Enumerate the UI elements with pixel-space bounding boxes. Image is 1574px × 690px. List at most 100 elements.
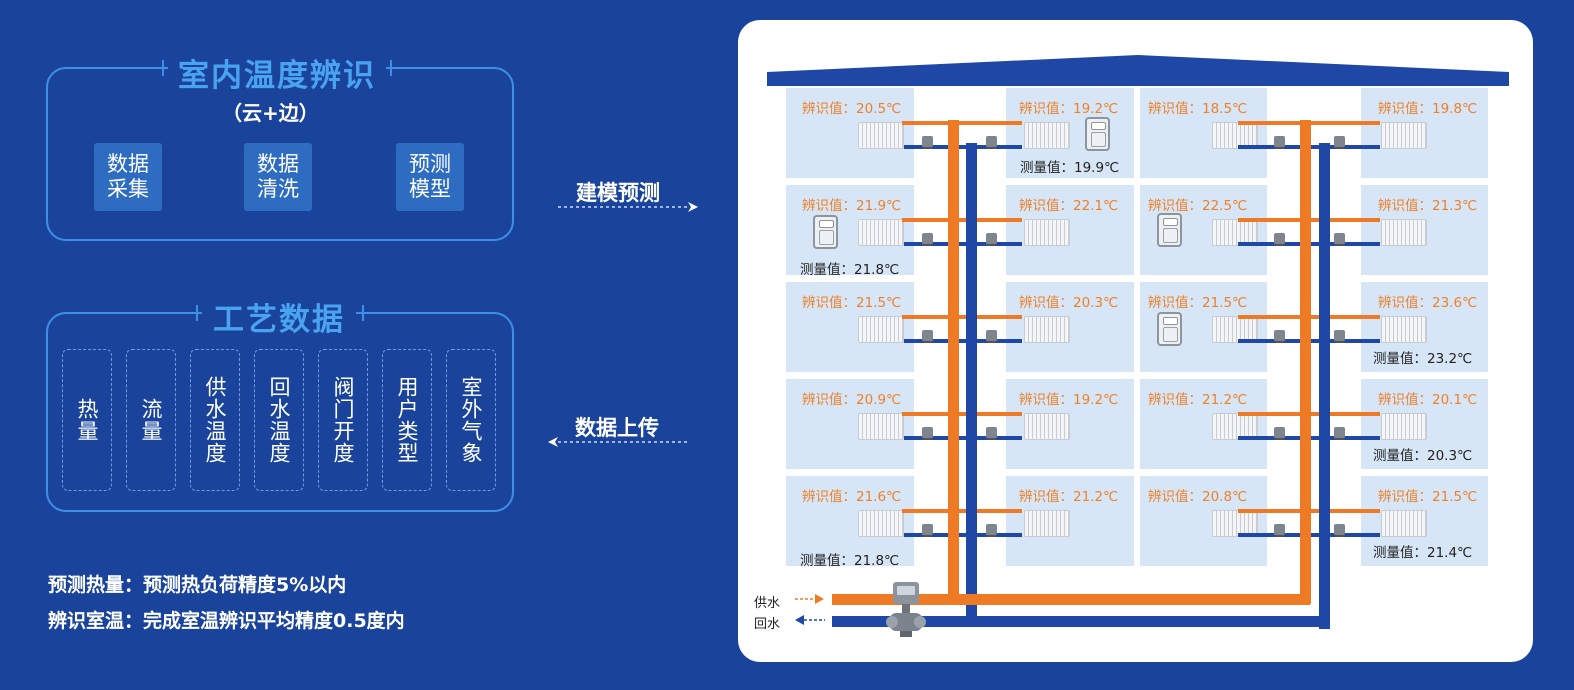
process-item-flow: 流量 bbox=[126, 349, 176, 491]
return-branch-pipe bbox=[904, 339, 1022, 343]
pipe-network bbox=[832, 120, 1380, 629]
room-identified-value: 辨识值：20.3℃ bbox=[1019, 295, 1119, 311]
radiator-icon bbox=[1212, 316, 1258, 343]
process-item-outdoor-weather: 室外气象 bbox=[446, 349, 496, 491]
title-cap-left bbox=[162, 60, 164, 76]
radiator-icon bbox=[1024, 219, 1070, 246]
supply-branch-pipe bbox=[902, 315, 1022, 319]
branch-valve-icon bbox=[1334, 233, 1345, 244]
room-measured-value: 测量值：19.9℃ bbox=[1020, 160, 1120, 176]
return-branch-pipe bbox=[904, 145, 1022, 149]
supply-main-pipe bbox=[832, 594, 1310, 605]
main-control-valve-icon bbox=[886, 582, 926, 637]
branch-valve-icon bbox=[922, 330, 933, 341]
room-identified-value: 辨识值：21.5℃ bbox=[1378, 489, 1478, 505]
building-roof bbox=[767, 55, 1509, 86]
step-prediction-model: 预测模型 bbox=[396, 143, 464, 211]
radiator-icon bbox=[1381, 122, 1427, 149]
upload-arrow bbox=[548, 437, 688, 447]
radiator-icon bbox=[1212, 510, 1258, 537]
room-identified-value: 辨识值：22.5℃ bbox=[1148, 198, 1248, 214]
step-data-cleaning: 数据清洗 bbox=[244, 143, 312, 211]
room-identified-value: 辨识值：21.9℃ bbox=[802, 198, 902, 214]
room-identified-value: 辨识值：22.1℃ bbox=[1019, 198, 1119, 214]
branch-valve-icon bbox=[922, 136, 933, 147]
radiator-icon bbox=[1381, 219, 1427, 246]
room-identified-value: 辨识值：20.1℃ bbox=[1378, 392, 1478, 408]
branch-valve-icon bbox=[1334, 136, 1345, 147]
supply-riser-pipe bbox=[1300, 120, 1311, 604]
room-identified-value: 辨识值：19.8℃ bbox=[1378, 101, 1478, 117]
room-identified-value: 辨识值：21.2℃ bbox=[1148, 392, 1248, 408]
upload-label: 数据上传 bbox=[575, 416, 659, 440]
indoor-panel-subtitle: （云+边） bbox=[222, 101, 319, 125]
process-title-cap-left bbox=[196, 305, 198, 321]
return-riser-pipe bbox=[966, 143, 977, 617]
heat-prediction-note: 预测热量：预测热负荷精度5%以内 bbox=[48, 574, 347, 596]
branch-valve-icon bbox=[986, 427, 997, 438]
radiator-icon bbox=[858, 122, 904, 149]
branch-valve-icon bbox=[986, 136, 997, 147]
room-measured-value: 测量值：23.2℃ bbox=[1373, 351, 1473, 367]
process-title-rule-left bbox=[96, 312, 196, 314]
step-data-collection: 数据采集 bbox=[94, 143, 162, 211]
legend-return-arrow bbox=[795, 615, 825, 625]
thermostat-icon bbox=[1157, 312, 1182, 346]
room-identified-value: 辨识值：20.9℃ bbox=[802, 392, 902, 408]
radiator-icon bbox=[1024, 316, 1070, 343]
branch-valve-icon bbox=[922, 524, 933, 535]
supply-branch-pipe bbox=[902, 218, 1022, 222]
return-branch-pipe bbox=[904, 436, 1022, 440]
radiator-icon bbox=[1381, 413, 1427, 440]
title-rule-right bbox=[392, 67, 458, 69]
radiator-icon bbox=[1024, 122, 1070, 149]
branch-valve-icon bbox=[1274, 427, 1285, 438]
room-measured-value: 测量值：21.4℃ bbox=[1373, 545, 1473, 561]
room-measured-value: 测量值：21.8℃ bbox=[800, 553, 900, 569]
branch-valve-icon bbox=[986, 330, 997, 341]
title-cap-right bbox=[390, 60, 392, 76]
indoor-panel-title: 室内温度辨识 bbox=[168, 50, 386, 95]
room-measured-value: 测量值：20.3℃ bbox=[1373, 448, 1473, 464]
radiator-icon bbox=[1212, 413, 1258, 440]
branch-valve-icon bbox=[922, 233, 933, 244]
radiator-icon bbox=[1024, 510, 1070, 537]
radiator-icon bbox=[858, 413, 904, 440]
branch-valve-icon bbox=[1274, 524, 1285, 535]
radiator-icon bbox=[1381, 510, 1427, 537]
radiator-icon bbox=[858, 316, 904, 343]
branch-valve-icon bbox=[1274, 136, 1285, 147]
process-title-rule-right bbox=[364, 312, 460, 314]
supply-branch-pipe bbox=[902, 509, 1022, 513]
radiator-icon bbox=[858, 510, 904, 537]
modeling-arrow bbox=[558, 202, 698, 212]
return-branch-pipe bbox=[904, 533, 1022, 537]
thermostat-icon bbox=[1157, 213, 1182, 247]
supply-branch-pipe bbox=[902, 412, 1022, 416]
legend-supply-label: 供水 bbox=[754, 596, 781, 611]
process-item-valve-opening: 阀门开度 bbox=[318, 349, 368, 491]
process-title-cap-right bbox=[362, 305, 364, 321]
thermostat-icon bbox=[813, 215, 838, 249]
branch-valve-icon bbox=[1274, 330, 1285, 341]
modeling-label: 建模预测 bbox=[576, 181, 660, 205]
branch-valve-icon bbox=[922, 427, 933, 438]
return-riser-pipe bbox=[1319, 143, 1330, 629]
process-item-heat: 热量 bbox=[62, 349, 112, 491]
room-identified-value: 辨识值：21.2℃ bbox=[1019, 489, 1119, 505]
radiator-icon bbox=[1212, 219, 1258, 246]
room-identified-value: 辨识值：21.3℃ bbox=[1378, 198, 1478, 214]
title-rule-left bbox=[96, 67, 162, 69]
branch-valve-icon bbox=[1334, 330, 1345, 341]
process-panel-title: 工艺数据 bbox=[202, 294, 356, 339]
radiator-icon bbox=[1212, 122, 1258, 149]
legend-supply-arrow bbox=[795, 594, 824, 604]
radiator-icon bbox=[858, 219, 904, 246]
room-identified-value: 辨识值：21.6℃ bbox=[802, 489, 902, 505]
room-identified-value: 辨识值：23.6℃ bbox=[1378, 295, 1478, 311]
return-main-pipe bbox=[832, 616, 1330, 627]
branch-valve-icon bbox=[1274, 233, 1285, 244]
room-identified-value: 辨识值：21.5℃ bbox=[802, 295, 902, 311]
branch-valve-icon bbox=[986, 524, 997, 535]
supply-riser-pipe bbox=[948, 120, 959, 604]
